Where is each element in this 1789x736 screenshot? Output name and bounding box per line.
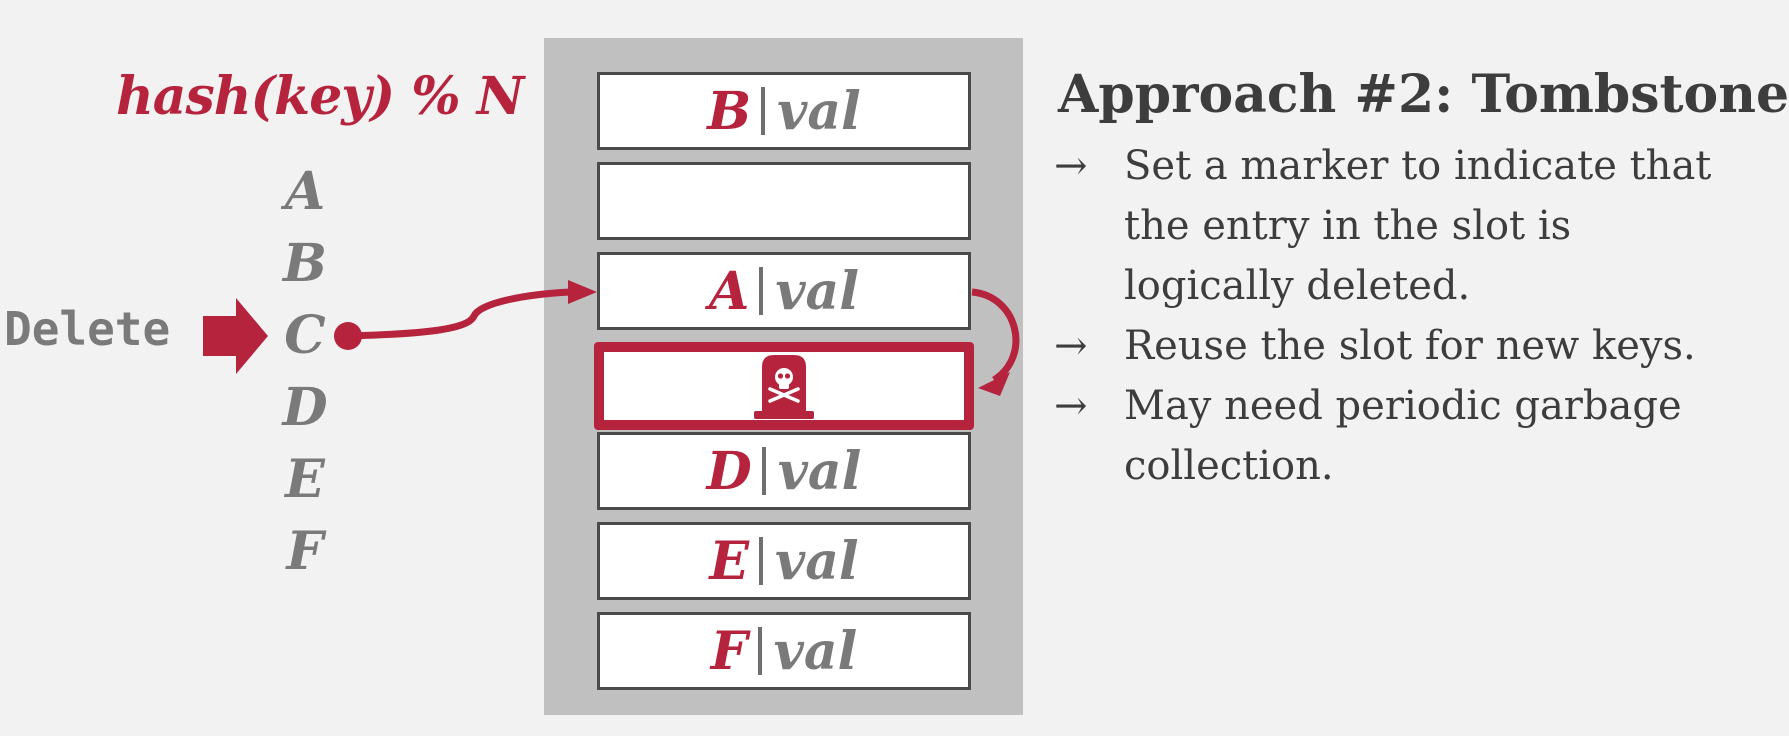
next-slot-arrow: [971, 288, 1020, 396]
slot-value: val: [773, 620, 858, 682]
bullet-item: → May need periodic garbage collection.: [1054, 376, 1714, 496]
key-list: A B C D E F: [282, 156, 328, 588]
slot-key: B: [707, 80, 752, 142]
slot-value: val: [777, 80, 861, 142]
tombstone-skull-icon: [754, 355, 814, 419]
slot-value: val: [774, 530, 859, 592]
thick-right-arrow-icon: [203, 298, 268, 374]
bullet-text: May need periodic garbage collection.: [1124, 383, 1682, 489]
slot-key: E: [709, 530, 749, 592]
slot-divider: [758, 537, 763, 585]
key-b: B: [283, 233, 327, 294]
slot-divider: [761, 87, 766, 135]
slot-value: val: [777, 440, 862, 502]
slot-divider: [761, 447, 766, 495]
delete-label: Delete: [4, 302, 171, 356]
slot-3-tombstone: [594, 342, 974, 430]
bullet-item: → Set a marker to indicate that the entr…: [1054, 136, 1714, 316]
slot-divider: [757, 627, 762, 675]
bullet-arrow-icon: →: [1054, 143, 1088, 189]
slot-key: F: [710, 620, 748, 682]
slot-key: D: [706, 440, 752, 502]
arrows-overlay: [203, 280, 1020, 396]
key-d: D: [282, 377, 328, 438]
bullet-text: Reuse the slot for new keys.: [1124, 323, 1696, 369]
bullet-arrow-icon: →: [1054, 383, 1088, 429]
key-e: E: [285, 449, 325, 510]
bullet-arrow-icon: →: [1054, 323, 1088, 369]
slot-1-empty: [597, 162, 971, 240]
hash-formula: hash(key) % N: [116, 66, 524, 127]
slot-divider: [759, 267, 764, 315]
key-c: C: [284, 305, 326, 366]
key-f: F: [286, 521, 324, 582]
bullet-list: → Set a marker to indicate that the entr…: [1054, 136, 1714, 496]
bullet-item: → Reuse the slot for new keys.: [1054, 316, 1714, 376]
probe-arrow: [334, 280, 597, 350]
approach-title: Approach #2: Tombstone: [1058, 64, 1789, 125]
bullet-text: Set a marker to indicate that the entry …: [1124, 143, 1712, 309]
slot-key: A: [708, 260, 750, 322]
key-a: A: [284, 161, 326, 222]
slot-value: val: [775, 260, 860, 322]
